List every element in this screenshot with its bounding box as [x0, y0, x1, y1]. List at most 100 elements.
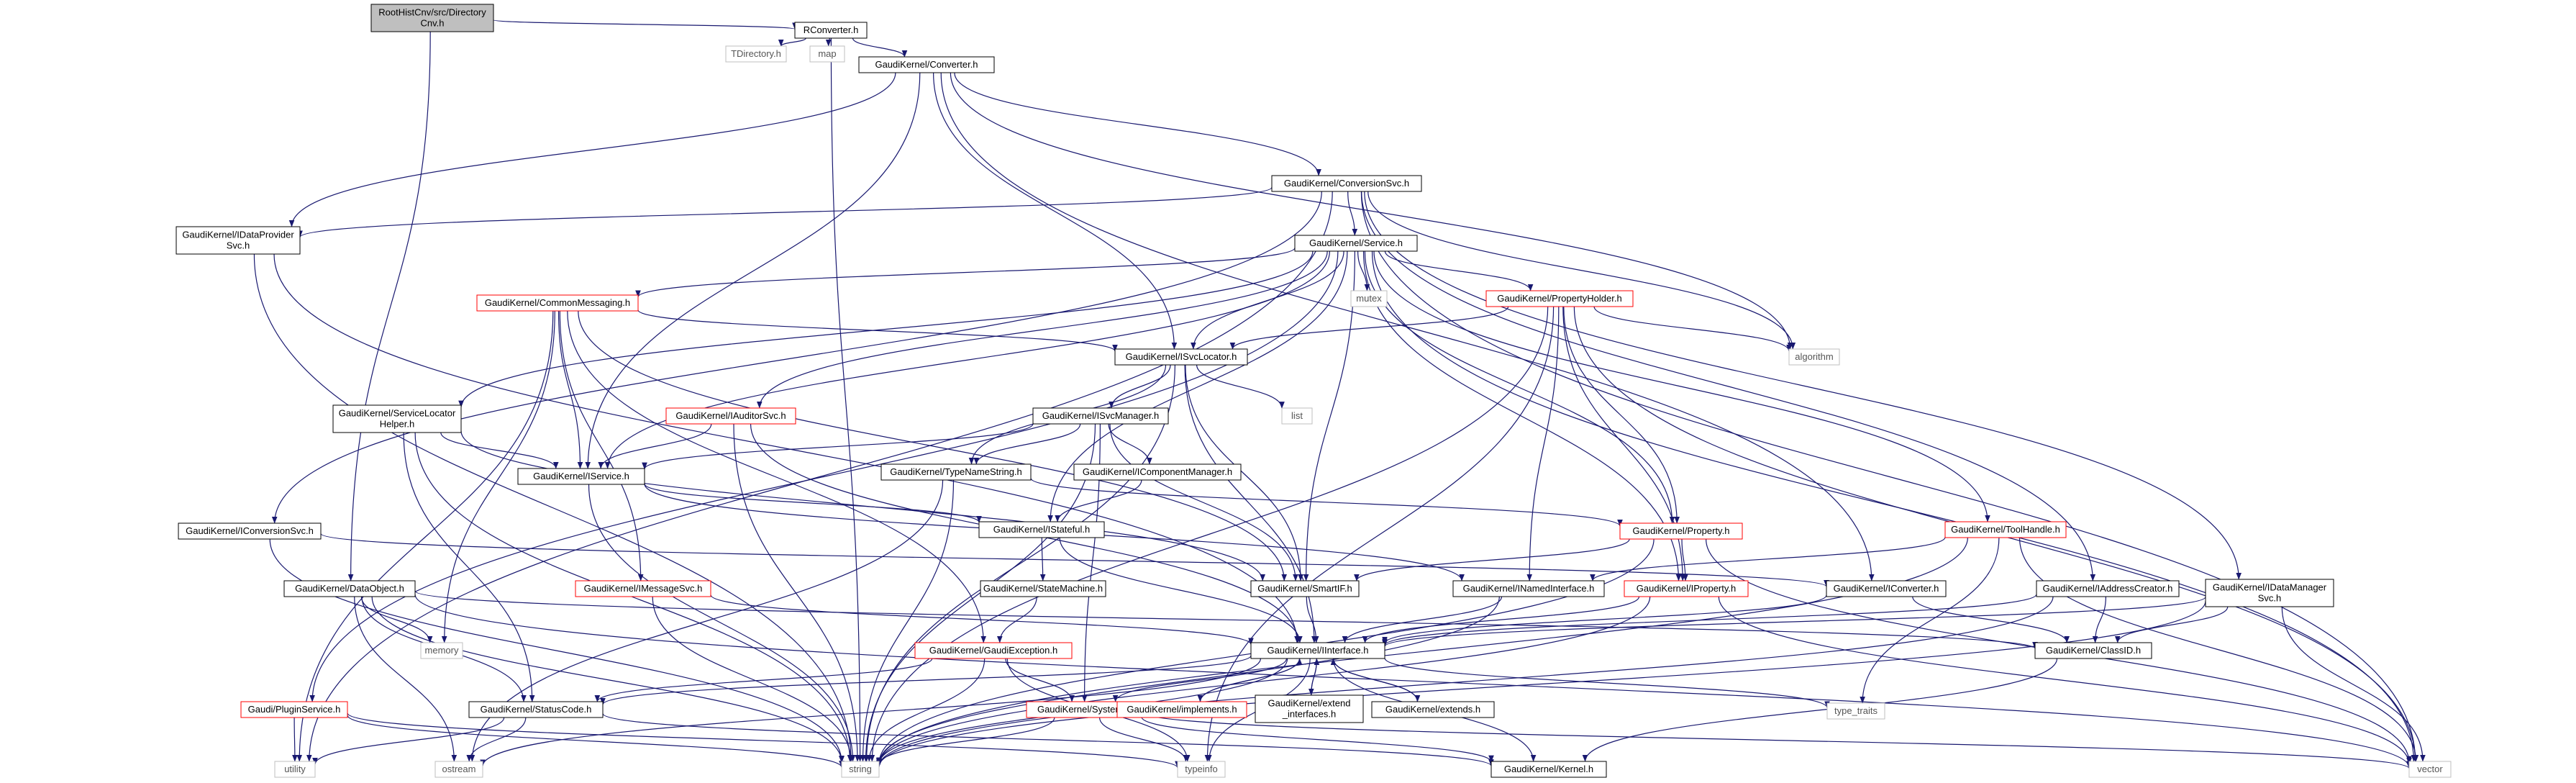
node-toolhandle[interactable]: GaudiKernel/ToolHandle.h — [1944, 521, 2067, 538]
edge-conversionsvc-to-idataprovidersvc — [297, 186, 1273, 238]
edge-service-to-iservice — [604, 250, 1330, 469]
node-label: GaudiKernel/CommonMessaging.h — [485, 297, 630, 308]
node-label: GaudiKernel/ToolHandle.h — [1951, 524, 2060, 535]
node-box — [1116, 701, 1247, 718]
node-label: GaudiKernel/PropertyHolder.h — [1497, 293, 1621, 304]
node-smartif[interactable]: GaudiKernel/SmartIF.h — [1250, 580, 1360, 597]
node-kernel[interactable]: GaudiKernel/Kernel.h — [1490, 761, 1607, 778]
nodes-layer: RootHistCnv/src/DirectoryCnv.hRConverter… — [176, 4, 2452, 778]
node-classid[interactable]: GaudiKernel/ClassID.h — [2034, 642, 2152, 659]
edge-service-to-iproperty — [1362, 250, 1682, 581]
node-iproperty[interactable]: GaudiKernel/IProperty.h — [1624, 580, 1749, 597]
node-typenamestring[interactable]: GaudiKernel/TypeNameString.h — [880, 463, 1032, 481]
node-iinterface[interactable]: GaudiKernel/IInterface.h — [1250, 642, 1385, 659]
edge-imessagesvc-to-iinterface — [710, 594, 1254, 645]
node-box — [1271, 175, 1422, 192]
edge-conversionsvc-to-vector — [1360, 191, 2418, 762]
edge-iservice-to-istateful — [644, 483, 982, 523]
edge-iaddresscreator-to-iinterface — [1382, 594, 2037, 646]
node-label: typeinfo — [1185, 764, 1218, 774]
node-box — [1826, 580, 1947, 597]
edge-propertyholder-to-algorithm — [1593, 306, 1792, 352]
node-statuscode[interactable]: GaudiKernel/StatusCode.h — [468, 701, 604, 718]
node-tdirectory: TDirectory.h — [725, 45, 787, 63]
node-box — [1250, 580, 1360, 597]
node-label: GaudiKernel/System.h — [1037, 704, 1131, 715]
node-box — [978, 521, 1105, 538]
edge-system-to-vector — [1141, 712, 2412, 769]
node-propertyholder[interactable]: GaudiKernel/PropertyHolder.h — [1485, 290, 1634, 307]
node-service[interactable]: GaudiKernel/Service.h — [1294, 235, 1418, 252]
node-label: ostream — [442, 764, 476, 774]
node-pluginservice[interactable]: Gaudi/PluginService.h — [240, 701, 348, 718]
node-extendinterfaces[interactable]: GaudiKernel/extend_interfaces.h — [1255, 694, 1364, 723]
node-box — [1255, 694, 1364, 723]
node-label: GaudiKernel/extend — [1268, 698, 1351, 709]
edge-pluginservice-to-string — [347, 715, 845, 768]
edge-statuscode-to-utility — [312, 717, 505, 765]
node-imessagesvc[interactable]: GaudiKernel/IMessageSvc.h — [575, 580, 711, 597]
node-inamedinterface[interactable]: GaudiKernel/INamedInterface.h — [1452, 580, 1605, 597]
node-label: GaudiKernel/StateMachine.h — [983, 583, 1103, 594]
node-box — [2408, 761, 2452, 778]
node-mutex: mutex — [1350, 290, 1388, 307]
node-commonmessaging[interactable]: GaudiKernel/CommonMessaging.h — [476, 294, 639, 312]
edge-commonmessaging-to-utility — [296, 310, 554, 762]
node-iservice[interactable]: GaudiKernel/IService.h — [517, 468, 645, 485]
edge-conversionsvc-to-idatamanagersvc — [1364, 191, 2242, 580]
node-label: GaudiKernel/ConversionSvc.h — [1284, 178, 1409, 189]
node-map: map — [809, 45, 845, 63]
node-label: GaudiKernel/StatusCode.h — [481, 704, 592, 715]
edge-classid-to-kernel — [1582, 658, 2058, 762]
node-system[interactable]: GaudiKernel/System.h — [1026, 701, 1142, 718]
edge-typenamestring-to-property — [1030, 477, 1623, 527]
node-memory: memory — [420, 642, 463, 659]
node-iconverter[interactable]: GaudiKernel/IConverter.h — [1826, 580, 1947, 597]
node-iauditorsvc[interactable]: GaudiKernel/IAuditorSvc.h — [665, 407, 796, 425]
node-iconversionsvc[interactable]: GaudiKernel/IConversionSvc.h — [178, 522, 322, 540]
node-rconverter[interactable]: RConverter.h — [794, 22, 868, 39]
node-isvclocator[interactable]: GaudiKernel/ISvcLocator.h — [1114, 348, 1248, 366]
node-label: utility — [284, 764, 306, 774]
node-conversionsvc[interactable]: GaudiKernel/ConversionSvc.h — [1271, 175, 1422, 192]
node-box — [1619, 522, 1743, 540]
edge-service-to-toolhandle — [1373, 250, 1990, 522]
node-gaudiexception[interactable]: GaudiKernel/GaudiException.h — [914, 642, 1073, 659]
node-statemachine[interactable]: GaudiKernel/StateMachine.h — [980, 580, 1106, 597]
node-box — [1177, 761, 1226, 778]
node-label: GaudiKernel/extends.h — [1385, 704, 1480, 715]
edge-system-to-typeinfo — [1099, 717, 1189, 762]
edge-idatamanagersvc-to-string — [876, 601, 2206, 768]
node-label: GaudiKernel/TypeNameString.h — [890, 466, 1022, 477]
edge-isvclocator-to-isvcmanager — [1109, 364, 1171, 409]
node-dataobject[interactable]: GaudiKernel/DataObject.h — [283, 580, 416, 597]
edge-rconverter-to-string — [830, 37, 863, 762]
node-label: GaudiKernel/Property.h — [1633, 525, 1730, 536]
node-converter[interactable]: GaudiKernel/Converter.h — [858, 56, 995, 73]
node-isvcmanager[interactable]: GaudiKernel/ISvcManager.h — [1032, 407, 1169, 425]
node-label: Svc.h — [227, 240, 250, 251]
edge-service-to-iauditorsvc — [757, 250, 1328, 409]
edge-iconversionsvc-to-string — [269, 538, 845, 763]
node-implements[interactable]: GaudiKernel/implements.h — [1116, 701, 1247, 718]
node-extends[interactable]: GaudiKernel/extends.h — [1371, 701, 1495, 718]
node-istateful[interactable]: GaudiKernel/IStateful.h — [978, 521, 1105, 538]
edge-rconverter-to-tdirectory — [778, 37, 806, 47]
node-iaddresscreator[interactable]: GaudiKernel/IAddressCreator.h — [2036, 580, 2180, 597]
edge-typenamestring-to-string — [860, 479, 955, 762]
edge-iinterface-to-typetraits — [1384, 658, 1830, 708]
edge-dataobject-to-classid — [414, 590, 2038, 649]
edge-service-to-mutex — [1357, 250, 1370, 291]
edge-commonmessaging-to-memory — [441, 310, 555, 643]
node-icomponentmanager[interactable]: GaudiKernel/IComponentManager.h — [1073, 463, 1242, 481]
node-label: GaudiKernel/IAddressCreator.h — [2043, 583, 2173, 594]
edge-idatamanagersvc-to-vector — [2281, 606, 2426, 762]
edge-isvclocator-to-list — [1196, 364, 1285, 409]
node-label: GaudiKernel/IAuditorSvc.h — [675, 410, 786, 421]
node-box — [575, 580, 711, 597]
node-property[interactable]: GaudiKernel/Property.h — [1619, 522, 1743, 540]
